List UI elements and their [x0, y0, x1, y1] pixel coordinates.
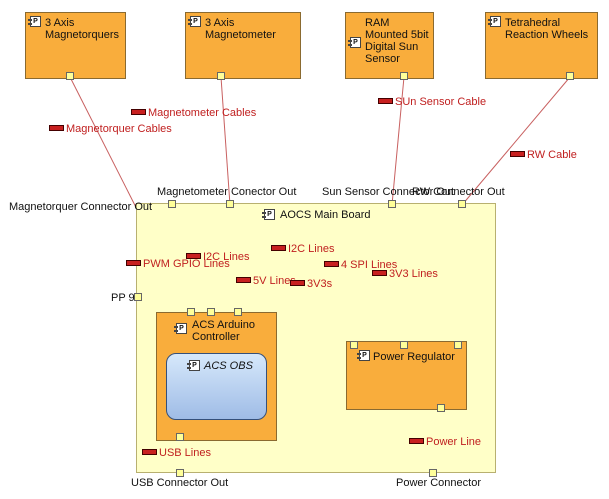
connector-label: RW Cable: [527, 149, 577, 161]
regulator-3v3-port[interactable]: [400, 341, 408, 349]
sun-sensor-connector-label: Sun Sensor Connector Out: [322, 186, 455, 198]
regulator-rw-port[interactable]: [454, 341, 462, 349]
part-icon: P: [357, 350, 370, 361]
connector-icon: [271, 245, 286, 252]
i2c-lines-connector-a[interactable]: I2C Lines: [271, 243, 334, 255]
magnetorquers-port[interactable]: [66, 72, 74, 80]
connector-label: 3V3s: [307, 278, 333, 290]
reaction-wheels-title: Tetrahedral Reaction Wheels: [505, 17, 589, 41]
magnetometer-cables-connector[interactable]: Magnetometer Cables: [131, 107, 256, 119]
sun-sensor-block[interactable]: P RAM Mounted 5bit Digital Sun Sensor: [345, 12, 434, 79]
reaction-wheels-block[interactable]: P Tetrahedral Reaction Wheels: [485, 12, 598, 79]
3v3-lines-connector[interactable]: 3V3 Lines: [372, 268, 438, 280]
arduino-title: ACS Arduino Controller: [192, 319, 255, 343]
5v-lines-connector[interactable]: 5V Lines: [236, 275, 296, 287]
main-board-title: AOCS Main Board: [280, 209, 371, 221]
connector-label: 4 SPI Lines: [341, 259, 398, 271]
connector-label: I2C Lines: [288, 243, 335, 255]
part-icon: P: [174, 323, 187, 334]
usb-connector-label: USB Connector Out: [131, 477, 229, 489]
part-icon: P: [348, 37, 361, 48]
sun-sensor-port[interactable]: [400, 72, 408, 80]
power-regulator-title: Power Regulator: [373, 351, 455, 363]
connector-icon: [290, 280, 305, 287]
sun-sensor-title: RAM Mounted 5bit Digital Sun Sensor: [365, 17, 429, 65]
arduino-5v-port[interactable]: [234, 308, 242, 316]
connector-icon: [378, 98, 393, 105]
connector-label: USB Lines: [159, 447, 211, 459]
pp9-label: PP 9: [111, 292, 135, 304]
power-regulator-block[interactable]: P Power Regulator: [346, 341, 467, 410]
rw-connector-label: RW Connector Out: [412, 186, 505, 198]
connector-label: I2C Lines: [203, 251, 250, 263]
power-connector-label: Power Connector: [396, 477, 481, 489]
magnetorquers-block[interactable]: P 3 Axis Magnetorquers: [25, 12, 126, 79]
part-icon: P: [28, 16, 41, 27]
regulator-power-port[interactable]: [437, 404, 445, 412]
sun-sensor-cable-connector[interactable]: SUn Sensor Cable: [378, 96, 486, 108]
spi-lines-connector[interactable]: 4 SPI Lines: [324, 259, 397, 271]
connector-icon: [186, 253, 201, 260]
connector-icon: [131, 109, 146, 116]
connector-label: Magnetometer Cables: [148, 107, 257, 119]
3v3s-connector[interactable]: 3V3s: [290, 278, 332, 290]
part-icon: P: [262, 209, 275, 220]
part-icon: P: [187, 360, 200, 371]
arduino-i2c-port[interactable]: [207, 308, 215, 316]
power-connector-port[interactable]: [429, 469, 437, 477]
magnetometer-cable-line: [220, 76, 231, 206]
magnetorquers-title: 3 Axis Magnetorquers: [45, 17, 119, 41]
connector-icon: [126, 260, 141, 267]
rw-connector-port[interactable]: [458, 200, 466, 208]
connector-icon: [236, 277, 251, 284]
magnetorquer-connector-label: Magnetorquer Connector Out: [9, 201, 153, 213]
connector-icon: [49, 125, 64, 132]
reaction-wheels-port[interactable]: [566, 72, 574, 80]
rw-cable-connector[interactable]: RW Cable: [510, 149, 577, 161]
connector-label: Magnetorquer Cables: [66, 123, 172, 135]
magnetometer-connector-label: Magnetometer Conector Out: [157, 186, 297, 198]
connector-label: 5V Lines: [253, 275, 296, 287]
sun-sensor-connector-port[interactable]: [388, 200, 396, 208]
part-icon: P: [188, 16, 201, 27]
pwm-gpio-connector[interactable]: PWM GPIO Lines: [126, 258, 230, 270]
usb-lines-connector[interactable]: USB Lines: [142, 447, 211, 459]
connector-icon: [142, 449, 157, 456]
magnetometer-port[interactable]: [217, 72, 225, 80]
arduino-controller-block[interactable]: P ACS Arduino Controller P ACS OBS: [156, 312, 277, 441]
connector-label: Power Line: [426, 436, 482, 448]
arduino-pwm-port[interactable]: [187, 308, 195, 316]
connector-icon: [324, 261, 339, 268]
i2c-lines-connector-b[interactable]: I2C Lines: [186, 251, 249, 263]
magnetorquer-cables-connector[interactable]: Magnetorquer Cables: [49, 123, 172, 135]
connector-label: PWM GPIO Lines: [143, 258, 230, 270]
arduino-usb-port[interactable]: [176, 433, 184, 441]
part-icon: P: [488, 16, 501, 27]
magnetometer-block[interactable]: P 3 Axis Magnetometer: [185, 12, 301, 79]
connector-icon: [372, 270, 387, 277]
magnetometer-title: 3 Axis Magnetometer: [205, 17, 276, 41]
usb-connector-port[interactable]: [176, 469, 184, 477]
acs-obs-block[interactable]: P ACS OBS: [166, 353, 267, 420]
obs-title: ACS OBS: [204, 360, 253, 372]
magnetorquer-connector-port[interactable]: [168, 200, 176, 208]
magnetometer-connector-port[interactable]: [226, 200, 234, 208]
power-line-connector[interactable]: Power Line: [409, 436, 481, 448]
rw-cable-line: [461, 76, 571, 206]
pp9-port[interactable]: [134, 293, 142, 301]
connector-icon: [409, 438, 424, 445]
connector-icon: [510, 151, 525, 158]
connector-label: 3V3 Lines: [389, 268, 438, 280]
regulator-i2c-port[interactable]: [350, 341, 358, 349]
sun-sensor-cable-line: [391, 76, 405, 206]
connector-label: SUn Sensor Cable: [395, 96, 487, 108]
